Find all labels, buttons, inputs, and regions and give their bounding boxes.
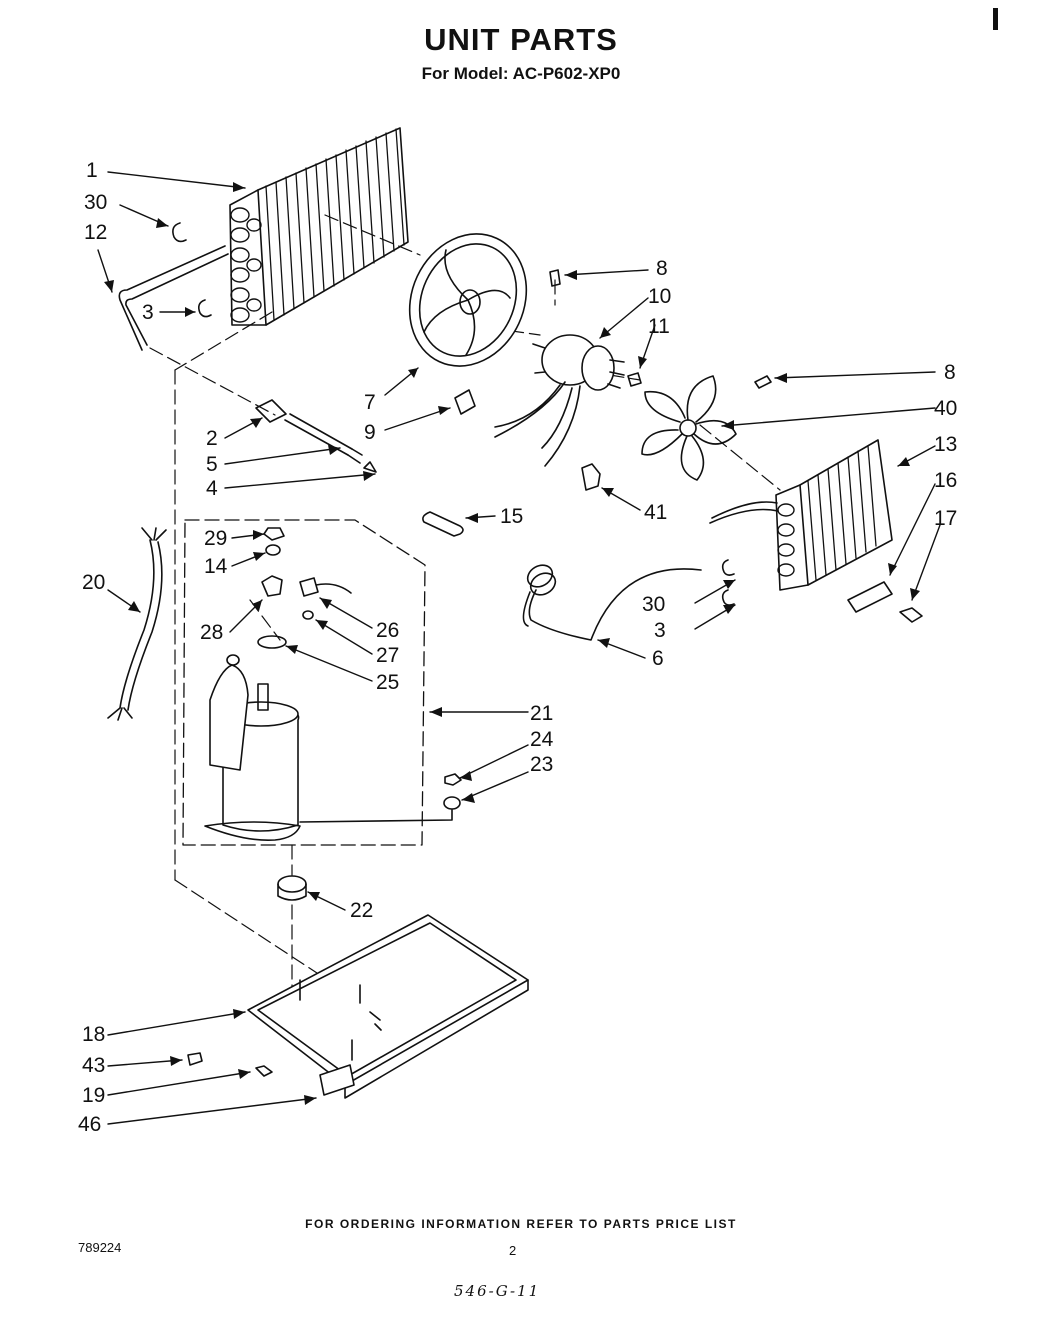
- part-28: [261, 575, 283, 597]
- clip-part-30-lower: [721, 559, 735, 576]
- capillary-assembly-parts-2-5-4: [255, 399, 377, 473]
- clip-part-41: [581, 463, 601, 491]
- callout-4: 4: [206, 477, 218, 500]
- washer-part-23: [443, 796, 461, 810]
- compressor-part-21: [204, 654, 301, 842]
- nut-part-24: [444, 773, 462, 786]
- model-subtitle: For Model: AC-P602-XP0: [421, 64, 621, 83]
- ordering-information-note: FOR ORDERING INFORMATION REFER TO PARTS …: [305, 1217, 737, 1231]
- compressor-group-outline: [182, 519, 426, 846]
- fan-motor-part-10: [494, 334, 625, 467]
- callout-40: 40: [934, 397, 958, 420]
- callout-8-right: 8: [944, 361, 956, 384]
- callout-46: 46: [78, 1113, 102, 1136]
- callout-23: 23: [530, 753, 554, 776]
- leader-arrowheads: [104, 182, 920, 1105]
- callout-21: 21: [530, 702, 554, 725]
- callout-30-lower: 30: [642, 593, 666, 616]
- callout-30-upper: 30: [84, 191, 108, 214]
- part-27: [302, 610, 314, 620]
- callout-18: 18: [82, 1023, 106, 1046]
- callout-19: 19: [82, 1084, 106, 1107]
- callout-12: 12: [84, 221, 108, 244]
- evaporator-coil-part-13: [775, 439, 893, 591]
- callout-5: 5: [206, 453, 218, 476]
- callout-43: 43: [82, 1054, 106, 1077]
- handwritten-note: 546-G-11: [454, 1282, 541, 1300]
- callout-41: 41: [644, 501, 668, 524]
- connector-part-11: [627, 372, 642, 387]
- bracket-part-9: [454, 389, 476, 415]
- clip-part-30-upper: [172, 222, 187, 243]
- callout-9: 9: [364, 421, 376, 444]
- tube-part-12: [118, 245, 229, 351]
- callout-25: 25: [376, 671, 400, 694]
- clip-part-3-upper: [198, 299, 212, 318]
- blower-shroud-part-7: [408, 233, 528, 367]
- callout-8-upper: 8: [656, 257, 668, 280]
- washer-part-14: [265, 544, 281, 556]
- assembly-guide-lines: [149, 214, 781, 1026]
- document-number: 789224: [78, 1240, 122, 1255]
- grommet-part-22: [277, 875, 307, 901]
- callout-3-upper: 3: [142, 301, 154, 324]
- callout-2: 2: [206, 427, 218, 450]
- discharge-tube-part-6: [522, 564, 702, 641]
- screw-part-43: [187, 1052, 203, 1066]
- callout-14: 14: [204, 555, 228, 578]
- callout-22: 22: [350, 899, 374, 922]
- page-number: 2: [509, 1243, 517, 1258]
- callout-13: 13: [934, 433, 958, 456]
- callout-7: 7: [364, 391, 376, 414]
- nut-part-29: [263, 527, 285, 541]
- callout-28: 28: [200, 621, 224, 644]
- suction-tube: [709, 501, 779, 524]
- part-16: [847, 581, 893, 613]
- callout-16: 16: [934, 469, 958, 492]
- fan-blade-part-40: [641, 375, 737, 481]
- wire-harness-part-20: [107, 527, 167, 721]
- callout-11: 11: [648, 315, 670, 338]
- callout-10: 10: [648, 285, 672, 308]
- part-25: [257, 635, 287, 649]
- clip-part-3-lower: [721, 589, 735, 606]
- part-26: [299, 577, 352, 597]
- part-19: [255, 1065, 273, 1077]
- callout-29: 29: [204, 527, 228, 550]
- page-title: UNIT PARTS: [424, 22, 618, 57]
- corner-registration-mark: [993, 8, 998, 30]
- condenser-coil-part-1: [229, 127, 409, 326]
- screw-part-8-upper: [549, 269, 561, 287]
- callout-3-lower: 3: [654, 619, 666, 642]
- callout-1: 1: [86, 159, 98, 182]
- callout-24: 24: [530, 728, 554, 751]
- callout-15: 15: [500, 505, 524, 528]
- mount-line: [299, 809, 453, 823]
- leader-lines: [97, 171, 941, 1125]
- base-pan-part-18: [247, 914, 529, 1099]
- callout-26: 26: [376, 619, 400, 642]
- part-17: [899, 607, 923, 623]
- callout-27: 27: [376, 644, 400, 667]
- callout-17: 17: [934, 507, 958, 530]
- callout-6: 6: [652, 647, 664, 670]
- part-15: [422, 511, 464, 537]
- screw-part-8-right: [754, 375, 772, 389]
- callout-20: 20: [82, 571, 106, 594]
